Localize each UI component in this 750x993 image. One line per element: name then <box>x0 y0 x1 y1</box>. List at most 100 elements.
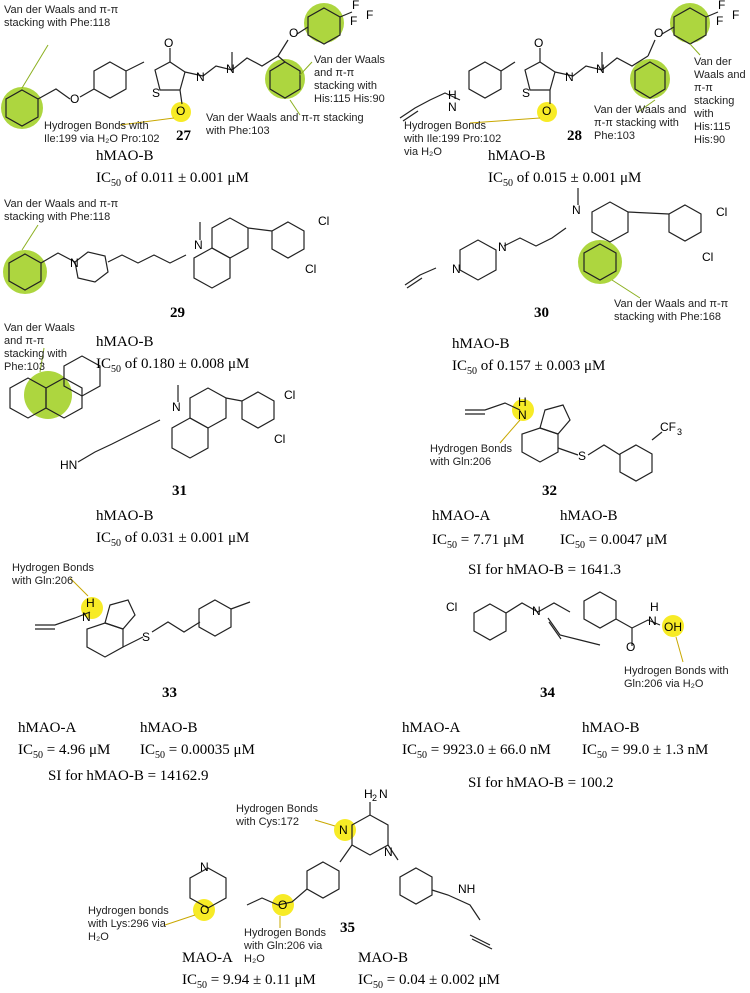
c30-cl1: Cl <box>716 205 728 219</box>
c32-annotation-gln206: Hydrogen Bonds with Gln:206 <box>430 443 512 468</box>
c33-n: N <box>82 610 91 624</box>
c35-annotation-cys172: Hydrogen Bonds with Cys:172 <box>236 803 318 828</box>
c29-cl2: Cl <box>305 262 317 276</box>
c35-o-morph: O <box>200 903 210 917</box>
c34-h: H <box>650 600 659 614</box>
c27-s: S <box>152 86 161 100</box>
c30-cl2: Cl <box>702 250 714 264</box>
c31-target: hMAO-B <box>96 508 154 524</box>
c27-n-amine: N <box>226 62 235 76</box>
compound-32-structure <box>465 399 663 482</box>
c28-o-bottom: O <box>542 104 552 118</box>
c35-n-highlight <box>334 819 356 841</box>
c27-n-ring: N <box>196 70 205 84</box>
c34-cl: Cl <box>446 600 458 614</box>
compound-34-structure <box>473 591 684 663</box>
c33-s: S <box>142 630 151 644</box>
c34-si: SI for hMAO-B = 100.2 <box>468 775 614 791</box>
c32-nh-highlight <box>512 399 534 421</box>
c33-si: SI for hMAO-B = 14162.9 <box>48 768 209 784</box>
c27-o-top: O <box>164 36 174 50</box>
compound-number-32: 32 <box>542 483 557 499</box>
c29-cl1: Cl <box>318 214 330 228</box>
c35-nh: NH <box>458 882 476 896</box>
c32-target-b: hMAO-B <box>560 508 618 524</box>
compound-33-structure <box>35 577 251 658</box>
c33-target-a: hMAO-A <box>18 720 77 736</box>
c33-ic50-b: IC50 = 0.00035 μM <box>140 742 255 761</box>
compound-number-33: 33 <box>162 685 177 701</box>
c27-phe103-highlight <box>265 59 305 99</box>
c27-oxo-highlight <box>171 102 191 122</box>
c27-f2: F <box>366 8 374 22</box>
c32-ic50-a: IC50 = 7.71 μM <box>432 532 525 551</box>
c28-annotation-his: Van der Waals and π-π stacking with His:… <box>694 56 746 146</box>
c31-annotation-phe103: Van der Waals and π-π stacking with Phe:… <box>4 322 75 373</box>
c30-phe168-highlight <box>578 240 622 284</box>
c34-o: O <box>626 640 636 654</box>
c30-ic50: IC50 of 0.157 ± 0.003 μM <box>452 358 606 377</box>
c28-n: N <box>448 100 457 114</box>
c34-annotation-gln206: Hydrogen Bonds with Gln:206 via H₂O <box>624 665 729 690</box>
c31-n-amine: N <box>172 400 181 414</box>
c34-ic50-b: IC50 = 99.0 ± 1.3 nM <box>582 742 709 761</box>
compound-number-34: 34 <box>540 685 555 701</box>
compound-30-structure <box>404 188 702 299</box>
c28-n-ring: N <box>565 70 574 84</box>
c35-ic50-b: IC50 = 0.04 ± 0.002 μM <box>358 972 500 991</box>
c29-n-amine: N <box>194 238 203 252</box>
c35-annotation-lys296: Hydrogen bonds with Lys:296 via H₂O <box>88 905 169 943</box>
c30-n2: N <box>498 240 507 254</box>
c32-s: S <box>578 449 587 463</box>
c34-n-h: N <box>648 614 657 628</box>
c30-n1: N <box>452 262 461 276</box>
c27-annotation-hbond: Hydrogen Bonds with Ile:199 via H₂O Pro:… <box>44 120 160 145</box>
c32-si: SI for hMAO-B = 1641.3 <box>468 562 622 578</box>
c34-n: N <box>532 604 541 618</box>
c28-f3: F <box>716 14 724 28</box>
c29-n-pip: N <box>70 256 79 270</box>
c32-n: N <box>518 408 527 422</box>
c27-f1: F <box>352 0 360 12</box>
c27-o-ether: O <box>70 92 80 106</box>
c35-o-ether: O <box>278 898 288 912</box>
c27-target: hMAO-B <box>96 148 154 164</box>
compound-number-27: 27 <box>176 128 191 144</box>
c28-n-amine: N <box>596 62 605 76</box>
c35-o-ether-highlight <box>272 894 294 916</box>
c32-h: H <box>518 395 527 409</box>
c27-o-bottom: O <box>176 104 186 118</box>
c31-hn: HN <box>60 458 78 472</box>
c35-annotation-gln206: Hydrogen Bonds with Gln:206 via H₂O <box>244 927 326 965</box>
c31-ic50: IC50 of 0.031 ± 0.001 μM <box>96 530 250 549</box>
c35-h2n-sub: 2 <box>372 793 378 803</box>
c34-oh: OH <box>664 620 682 634</box>
c34-oh-highlight <box>662 615 684 637</box>
c27-annotation-his: Van der Waals and π-π stacking with His:… <box>314 54 385 105</box>
c30-annotation-phe168: Van der Waals and π-π stacking with Phe:… <box>614 298 729 323</box>
c28-f1: F <box>718 0 726 12</box>
compound-number-28: 28 <box>567 128 582 144</box>
c28-his-highlight <box>670 3 710 43</box>
c32-cf3-sub: 3 <box>677 427 683 437</box>
c28-ic50: IC50 of 0.015 ± 0.001 μM <box>488 170 642 189</box>
c28-annotation-hbond: Hydrogen Bonds with Ile:199 Pro:102 via … <box>404 120 502 158</box>
c28-oxo-highlight <box>537 102 557 122</box>
c33-target-b: hMAO-B <box>140 720 198 736</box>
c27-ic50: IC50 of 0.011 ± 0.001 μM <box>96 170 249 189</box>
c33-ic50-a: IC50 = 4.96 μM <box>18 742 111 761</box>
c27-annotation-phe103: Van der Waals and π-π stacking with Phe:… <box>206 112 364 137</box>
c35-h2n-n: N <box>379 787 388 801</box>
c28-o-top: O <box>534 36 544 50</box>
c32-cf: CF <box>660 420 676 434</box>
compound-number-35: 35 <box>340 920 355 936</box>
c31-cl2: Cl <box>274 432 286 446</box>
c33-h: H <box>86 596 95 610</box>
c32-ic50-b: IC50 = 0.0047 μM <box>560 532 668 551</box>
compound-number-30: 30 <box>534 305 549 321</box>
c32-target-a: hMAO-A <box>432 508 491 524</box>
c34-target-b: hMAO-B <box>582 720 640 736</box>
compound-29-structure <box>3 217 305 294</box>
